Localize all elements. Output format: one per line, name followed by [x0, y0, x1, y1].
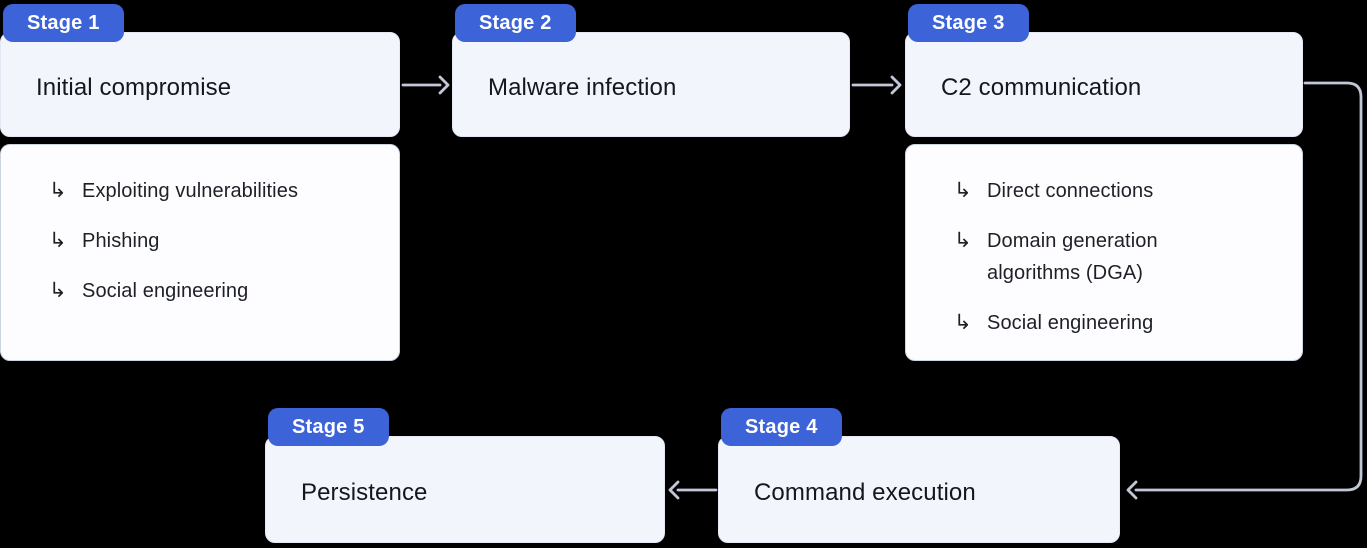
list-item-label: Direct connections: [987, 180, 1154, 202]
stage-1-badge: Stage 1: [3, 4, 124, 42]
arrow-stage4-to-stage5: [668, 480, 718, 500]
stage-1-title: Initial compromise: [36, 73, 232, 101]
branch-arrow-icon: ↳: [49, 179, 67, 202]
list-item: ↳ Social engineering: [954, 307, 1278, 339]
stage-3-badge-label: Stage 3: [932, 11, 1005, 34]
list-item: ↳ Phishing: [49, 225, 375, 257]
stage-4-title: Command execution: [754, 478, 976, 506]
stage-2-badge-label: Stage 2: [479, 11, 552, 34]
stage-5-title: Persistence: [301, 478, 428, 506]
arrow-stage1-to-stage2: [401, 75, 450, 95]
stage-3-card: C2 communication: [905, 32, 1303, 137]
stage-2-card: Malware infection: [452, 32, 850, 137]
list-item-label: Exploiting vulnerabilities: [82, 180, 299, 202]
stage-3-items: ↳ Direct connections ↳ Domain generation…: [954, 175, 1278, 339]
list-item: ↳ Direct connections: [954, 175, 1278, 207]
stage-1-detail-list: ↳ Exploiting vulnerabilities ↳ Phishing …: [0, 144, 400, 361]
stage-3-title: C2 communication: [941, 73, 1142, 101]
branch-arrow-icon: ↳: [954, 229, 972, 252]
stage-2-title: Malware infection: [488, 73, 677, 101]
list-item-label: Social engineering: [82, 280, 249, 302]
stage-3-badge: Stage 3: [908, 4, 1029, 42]
stage-5-badge: Stage 5: [268, 408, 389, 446]
stage-5-badge-label: Stage 5: [292, 415, 365, 438]
stage-5-card: Persistence: [265, 436, 665, 543]
stage-2-badge: Stage 2: [455, 4, 576, 42]
stage-1-items: ↳ Exploiting vulnerabilities ↳ Phishing …: [49, 175, 375, 307]
list-item-label: Social engineering: [987, 312, 1154, 334]
list-item: ↳ Domain generation algorithms (DGA): [954, 225, 1278, 289]
stage-1-badge-label: Stage 1: [27, 11, 100, 34]
stage-1-card: Initial compromise: [0, 32, 400, 137]
branch-arrow-icon: ↳: [49, 279, 67, 302]
stage-4-badge-label: Stage 4: [745, 415, 818, 438]
branch-arrow-icon: ↳: [49, 229, 67, 252]
stage-3-detail-list: ↳ Direct connections ↳ Domain generation…: [905, 144, 1303, 361]
stage-4-card: Command execution: [718, 436, 1120, 543]
stage-4-badge: Stage 4: [721, 408, 842, 446]
list-item: ↳ Exploiting vulnerabilities: [49, 175, 375, 207]
arrow-stage2-to-stage3: [851, 75, 902, 95]
list-item-label: Phishing: [82, 230, 160, 252]
list-item: ↳ Social engineering: [49, 275, 375, 307]
branch-arrow-icon: ↳: [954, 179, 972, 202]
branch-arrow-icon: ↳: [954, 311, 972, 334]
list-item-label: Domain generation algorithms (DGA): [987, 230, 1158, 284]
